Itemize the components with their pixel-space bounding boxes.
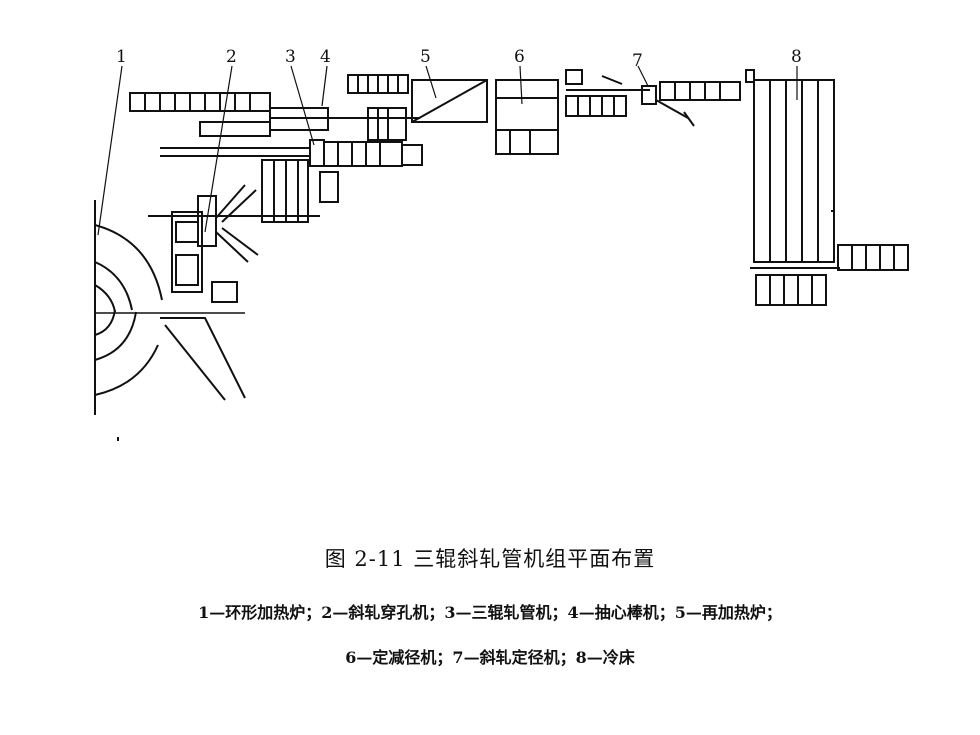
cross-roll-piercing-mill — [148, 159, 320, 303]
label-7-cross-roll-sizing-mill: 7 — [632, 51, 643, 71]
label-1-annular-furnace: 1 — [116, 47, 127, 67]
sizing-reducing-mill — [495, 79, 559, 155]
label-8-cooling-bed: 8 — [791, 47, 802, 67]
label-4-mandrel-extractor: 4 — [320, 47, 331, 67]
label-5-reheating-furnace: 5 — [420, 47, 431, 67]
mill-layout-diagram: 1 2 3 4 5 6 7 8 — [94, 47, 909, 441]
figure-title: 图 2-11 三辊斜轧管机组平面布置 — [324, 547, 656, 571]
input-roller-table — [129, 92, 310, 157]
annular-heating-furnace — [94, 200, 246, 441]
label-6-sizing-mill: 6 — [514, 47, 525, 67]
figure-legend-line-2: 6—定减径机；7—斜轧定径机；8—冷床 — [345, 648, 635, 667]
label-2-piercing-mill: 2 — [226, 47, 237, 67]
figure-legend-line-1: 1—环形加热炉；2—斜轧穿孔机；3—三辊轧管机；4—抽心棒机；5—再加热炉； — [198, 603, 782, 622]
label-3-three-roll-mill: 3 — [285, 47, 296, 67]
cooling-bed — [745, 69, 909, 306]
cross-roll-sizing-mill — [565, 69, 741, 127]
reheating-furnace — [411, 79, 488, 123]
mandrel-extractor — [270, 74, 420, 141]
leader-lines — [97, 65, 798, 236]
